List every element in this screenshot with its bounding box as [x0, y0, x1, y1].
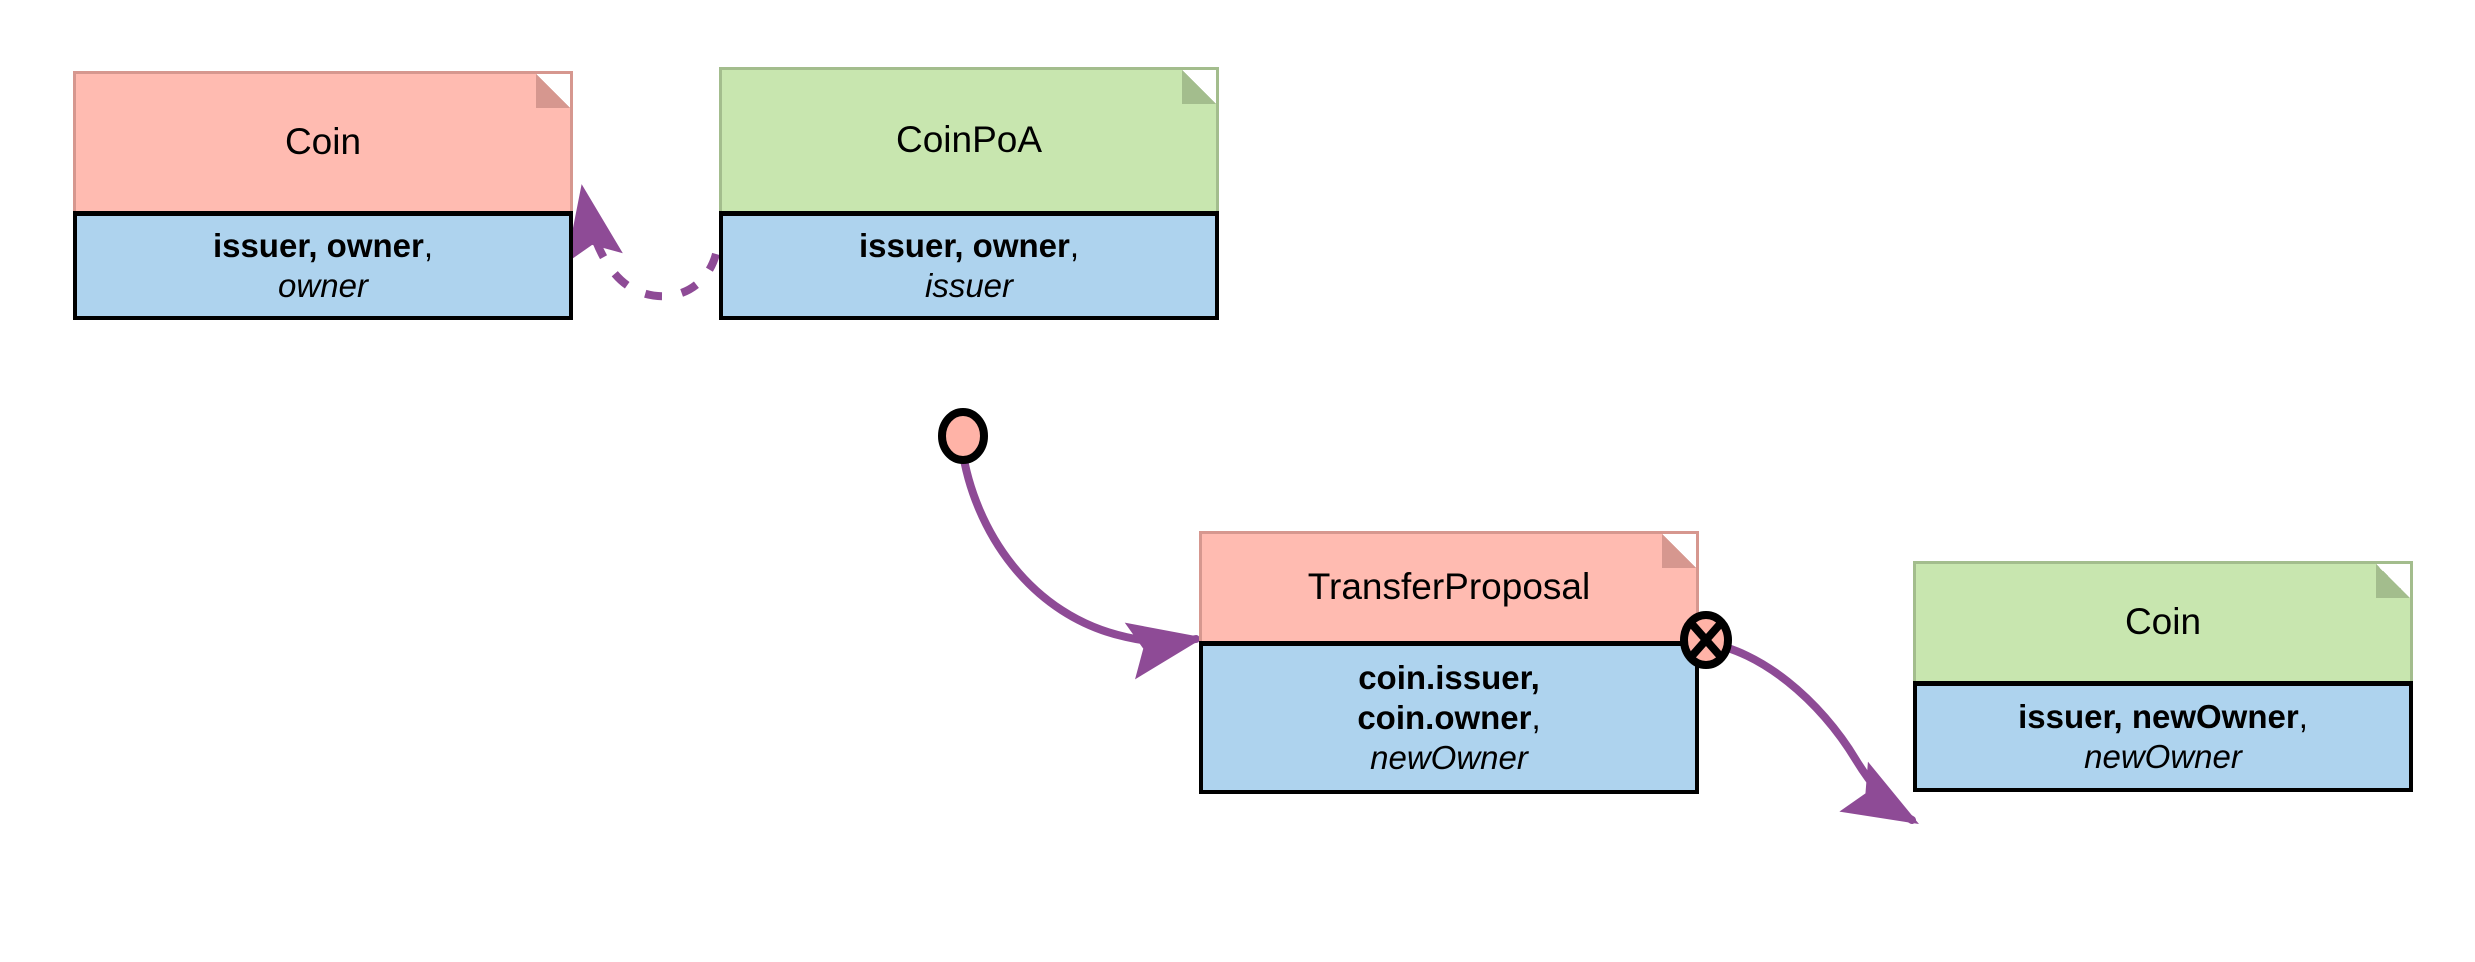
- node-coin-right[interactable]: Coin issuer, newOwner, newOwner: [1913, 561, 2413, 792]
- node-coinpoa-separator: [719, 211, 1219, 216]
- attribute-bold-text: coin.owner: [1357, 698, 1532, 736]
- folded-corner-icon: [536, 74, 570, 108]
- attribute-line: coin.issuer,: [1358, 658, 1540, 698]
- node-coin-left-title: Coin: [284, 121, 362, 163]
- node-transfer-proposal-attributes: coin.issuer, coin.owner, newOwner: [1199, 646, 1699, 794]
- node-coin-right-header: Coin: [1913, 561, 2413, 681]
- attribute-line: owner: [278, 266, 368, 306]
- node-coinpoa-attributes: issuer, owner, issuer: [719, 216, 1219, 320]
- node-transfer-proposal[interactable]: TransferProposal coin.issuer, coin.owner…: [1199, 531, 1699, 794]
- edge-transfer-proposal-to-coin-right: [1702, 639, 1919, 824]
- attribute-line: issuer, owner,: [213, 226, 433, 266]
- attribute-plain-text: ,: [2298, 697, 2308, 735]
- node-coin-left-header: Coin: [73, 71, 573, 211]
- node-coin-left-separator: [73, 211, 573, 216]
- attribute-line: newOwner: [1370, 738, 1528, 778]
- transfer-proposal-output-port[interactable]: [1676, 607, 1736, 673]
- attribute-line: issuer: [925, 266, 1013, 306]
- node-coin-right-separator: [1913, 681, 2413, 686]
- edge-coinpoa-to-coin-left: [566, 184, 720, 301]
- attribute-bold-text: issuer, owner: [212, 226, 424, 264]
- attribute-line: newOwner: [2084, 737, 2242, 777]
- attribute-line: coin.owner,: [1357, 698, 1540, 738]
- attribute-bold-text: issuer, owner: [858, 226, 1070, 264]
- attribute-line: issuer, newOwner,: [2018, 697, 2308, 737]
- folded-corner-icon: [2376, 564, 2410, 598]
- attribute-plain-text: ,: [1531, 698, 1541, 736]
- folded-corner-icon: [1662, 534, 1696, 568]
- node-coin-right-title: Coin: [2124, 601, 2202, 643]
- attribute-italic-text: newOwner: [1370, 739, 1528, 777]
- node-coinpoa-header: CoinPoA: [719, 67, 1219, 211]
- attribute-bold-text: issuer, newOwner: [2018, 697, 2299, 735]
- folded-corner-icon: [1182, 70, 1216, 104]
- node-transfer-proposal-separator: [1199, 641, 1699, 646]
- node-coinpoa[interactable]: CoinPoA issuer, owner, issuer: [719, 67, 1219, 320]
- node-coinpoa-title: CoinPoA: [895, 119, 1043, 161]
- attribute-plain-text: ,: [423, 226, 434, 264]
- edge-coinpoa-to-transfer-proposal: [958, 444, 1204, 680]
- attribute-bold-text: coin.issuer,: [1358, 658, 1540, 696]
- attribute-italic-text: newOwner: [2084, 738, 2242, 775]
- attribute-line: issuer, owner,: [859, 226, 1079, 266]
- attribute-italic-text: owner: [278, 267, 368, 304]
- node-transfer-proposal-header: TransferProposal: [1199, 531, 1699, 641]
- coinpoa-output-port[interactable]: [935, 405, 991, 467]
- attribute-italic-text: issuer: [924, 267, 1014, 304]
- node-coin-left-attributes: issuer, owner, owner: [73, 216, 573, 320]
- attribute-plain-text: ,: [1069, 226, 1080, 264]
- node-coin-left[interactable]: Coin issuer, owner, owner: [73, 71, 573, 320]
- node-transfer-proposal-title: TransferProposal: [1307, 566, 1591, 608]
- node-coin-right-attributes: issuer, newOwner, newOwner: [1913, 686, 2413, 792]
